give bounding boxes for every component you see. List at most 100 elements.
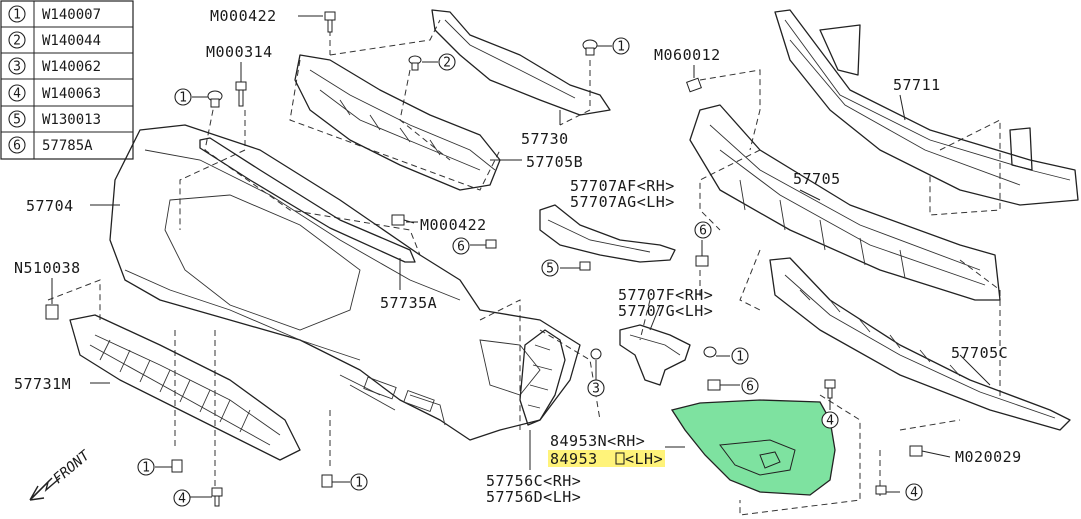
callout: 4 xyxy=(173,489,191,507)
highlight-marker xyxy=(548,450,665,467)
legend-num: 4 xyxy=(13,87,21,102)
part-57704-bumper-face xyxy=(109,124,581,441)
part-57705-absorber xyxy=(689,104,1001,301)
legend-code: W140063 xyxy=(42,86,101,102)
callout: 1 xyxy=(612,37,630,55)
part-57705b-grille-support xyxy=(294,54,501,191)
label-m020029: M020029 xyxy=(955,448,1022,466)
label-57704: 57704 xyxy=(26,197,74,215)
legend-code: W140007 xyxy=(42,7,101,23)
part-labels: M000422 M000314 M060012 57711 57730 5770… xyxy=(14,7,1022,506)
label-n510038: N510038 xyxy=(14,259,81,277)
part-57711-reinforcement xyxy=(774,9,1079,206)
callout: 6 xyxy=(741,377,759,395)
svg-text:6: 6 xyxy=(699,224,707,239)
bolt-icon xyxy=(324,11,336,33)
callout: 4 xyxy=(905,483,923,501)
svg-text:1: 1 xyxy=(179,91,187,106)
legend-code: 57785A xyxy=(42,138,93,154)
label-84953-code: 84953 xyxy=(550,450,598,468)
clip-icon xyxy=(45,304,59,320)
svg-text:1: 1 xyxy=(142,461,150,476)
label-m060012: M060012 xyxy=(654,46,721,64)
part-57707a-side-bracket xyxy=(539,204,676,263)
legend-code: W140062 xyxy=(42,59,101,75)
label-57705: 57705 xyxy=(793,170,841,188)
label-57705c: 57705C xyxy=(951,344,1008,362)
callout: 4 xyxy=(821,411,839,429)
label-m000314: M000314 xyxy=(206,43,273,61)
callout: 1 xyxy=(137,458,155,476)
unknown-char-box xyxy=(615,452,625,465)
label-57707g: 57707G<LH> xyxy=(618,302,713,320)
legend-row: 1 W140007 xyxy=(8,5,101,23)
label-m000422-mid: M000422 xyxy=(420,216,487,234)
legend-code: W140044 xyxy=(42,33,101,49)
bolt-icon xyxy=(707,379,721,391)
part-57707f-bracket xyxy=(619,324,691,386)
clip-icon xyxy=(579,261,591,271)
callout: 6 xyxy=(694,221,712,239)
fastener-bolts xyxy=(45,11,923,507)
front-label: FRONT xyxy=(50,447,94,487)
clip-icon xyxy=(590,348,602,360)
clip-icon xyxy=(207,90,223,108)
label-57707ag: 57707AG<LH> xyxy=(570,193,675,211)
legend-table: 1 W140007 2 W140044 3 W140062 4 W140063 … xyxy=(0,0,134,160)
bolt-icon xyxy=(235,81,247,107)
legend-row: 5 W130013 xyxy=(8,110,101,128)
leader-lines xyxy=(51,15,991,498)
legend-num: 5 xyxy=(13,113,21,128)
callout: 1 xyxy=(731,347,749,365)
part-57731m-lower-grille xyxy=(69,314,301,461)
clip-icon xyxy=(171,459,183,473)
clip-icon xyxy=(582,39,598,56)
callout: 1 xyxy=(350,473,368,491)
callout-circles: 1 2 1 6 6 5 3 1 6 4 1 4 1 4 xyxy=(137,37,923,507)
part-57705c-lower-absorber xyxy=(769,257,1071,431)
part-57756-seal xyxy=(519,329,566,426)
bolt-icon xyxy=(686,77,702,93)
label-57735a: 57735A xyxy=(380,294,437,312)
legend-row: 4 W140063 xyxy=(8,84,101,102)
svg-text:1: 1 xyxy=(355,476,363,491)
label-57731m: 57731M xyxy=(14,375,71,393)
bolt-icon xyxy=(824,379,836,399)
label-57730: 57730 xyxy=(521,130,569,148)
assembly-guides xyxy=(47,19,1001,516)
callout: 1 xyxy=(174,88,192,106)
part-57730-upper-bracket xyxy=(431,9,611,116)
legend-num: 1 xyxy=(13,8,21,23)
label-57756d: 57756D<LH> xyxy=(486,488,581,506)
legend-num: 3 xyxy=(13,60,21,75)
label-57705b: 57705B xyxy=(526,153,583,171)
bolt-icon xyxy=(875,485,887,495)
bolt-icon xyxy=(391,214,415,226)
clip-icon xyxy=(703,346,717,358)
label-57707af: 57707AF<RH> xyxy=(570,177,675,195)
svg-text:4: 4 xyxy=(826,414,834,429)
bolt-icon xyxy=(211,487,223,507)
front-direction-arrow: FRONT xyxy=(29,447,94,501)
label-57711: 57711 xyxy=(893,76,941,94)
svg-text:5: 5 xyxy=(546,262,554,277)
bolt-icon xyxy=(909,445,923,457)
label-57756c: 57756C<RH> xyxy=(486,472,581,490)
label-84953-side: <LH> xyxy=(625,450,663,468)
label-57707f: 57707F<RH> xyxy=(618,286,713,304)
svg-text:1: 1 xyxy=(736,350,744,365)
legend-code: W130013 xyxy=(42,112,101,128)
callout: 6 xyxy=(452,237,470,255)
svg-text:6: 6 xyxy=(746,380,754,395)
svg-text:2: 2 xyxy=(443,56,451,71)
legend-num: 2 xyxy=(13,34,21,49)
svg-text:4: 4 xyxy=(178,492,186,507)
callout: 3 xyxy=(587,379,605,397)
callout: 5 xyxy=(541,259,559,277)
legend-num: 6 xyxy=(13,139,21,154)
callout: 2 xyxy=(438,53,456,71)
svg-text:6: 6 xyxy=(457,240,465,255)
part-57735a-molding xyxy=(199,137,416,263)
legend-row: 3 W140062 xyxy=(8,57,101,75)
